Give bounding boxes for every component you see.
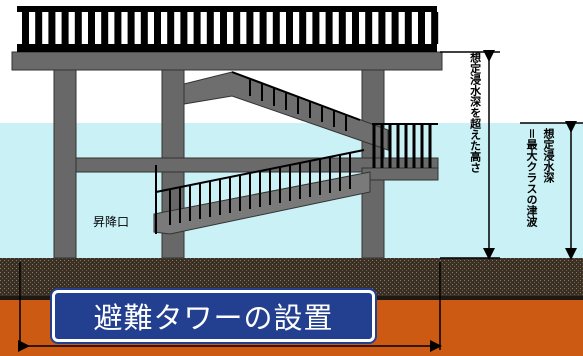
title-banner: 避難タワーの設置	[52, 290, 375, 342]
railing-baluster	[22, 12, 29, 44]
depth-label: 想定浸水深 ＝最大クラスの津波	[523, 128, 556, 248]
railing-baluster	[404, 12, 412, 44]
dimension-lines	[18, 50, 583, 352]
railing-baluster	[431, 12, 439, 44]
railing-baluster	[35, 12, 43, 44]
railing-baluster	[154, 12, 161, 44]
entrance-label: 昇降口	[93, 215, 130, 229]
mid-landing-railing	[372, 123, 438, 168]
railing-baluster	[325, 12, 333, 44]
height-label: 想定浸水深を超えた高さ	[468, 52, 482, 173]
railing-baluster	[74, 12, 82, 44]
railing-baluster	[286, 12, 293, 44]
railing-baluster	[193, 12, 201, 44]
railing-baluster	[378, 12, 386, 44]
railing-baluster	[246, 12, 254, 44]
railing-baluster	[61, 12, 69, 44]
railing-baluster	[167, 12, 175, 44]
title-text: 避難タワーの設置	[93, 301, 334, 335]
railing-baluster	[338, 12, 346, 44]
depth-label-line1: 想定浸水深	[542, 128, 555, 183]
column-1	[53, 69, 77, 259]
railing-baluster	[299, 12, 307, 44]
railing-baluster	[233, 12, 241, 44]
railing-baluster	[312, 12, 320, 44]
railing-baluster	[127, 12, 135, 44]
lower-stair-railing	[155, 149, 365, 225]
railing-baluster	[140, 12, 148, 44]
mid-landing-platform	[361, 167, 439, 181]
railing-baluster	[418, 12, 425, 44]
railing-baluster	[365, 12, 373, 44]
upper-stair-railing	[231, 71, 361, 131]
lower-stair-flight	[153, 171, 371, 235]
railing-baluster	[391, 12, 399, 44]
railing-baluster	[272, 12, 280, 44]
railing-baluster	[180, 12, 188, 44]
top-deck-slab	[11, 51, 443, 71]
depth-label-line2: ＝最大クラスの津波	[525, 128, 538, 227]
railing-baluster	[114, 12, 122, 44]
railing-baluster	[48, 12, 56, 44]
railing-baluster	[88, 12, 95, 44]
railing-baluster	[220, 12, 227, 44]
top-deck-railing	[17, 6, 439, 52]
railing-baluster	[101, 12, 109, 44]
railing-baluster	[352, 12, 359, 44]
railing-baluster	[206, 12, 214, 44]
railing-baluster	[259, 12, 267, 44]
